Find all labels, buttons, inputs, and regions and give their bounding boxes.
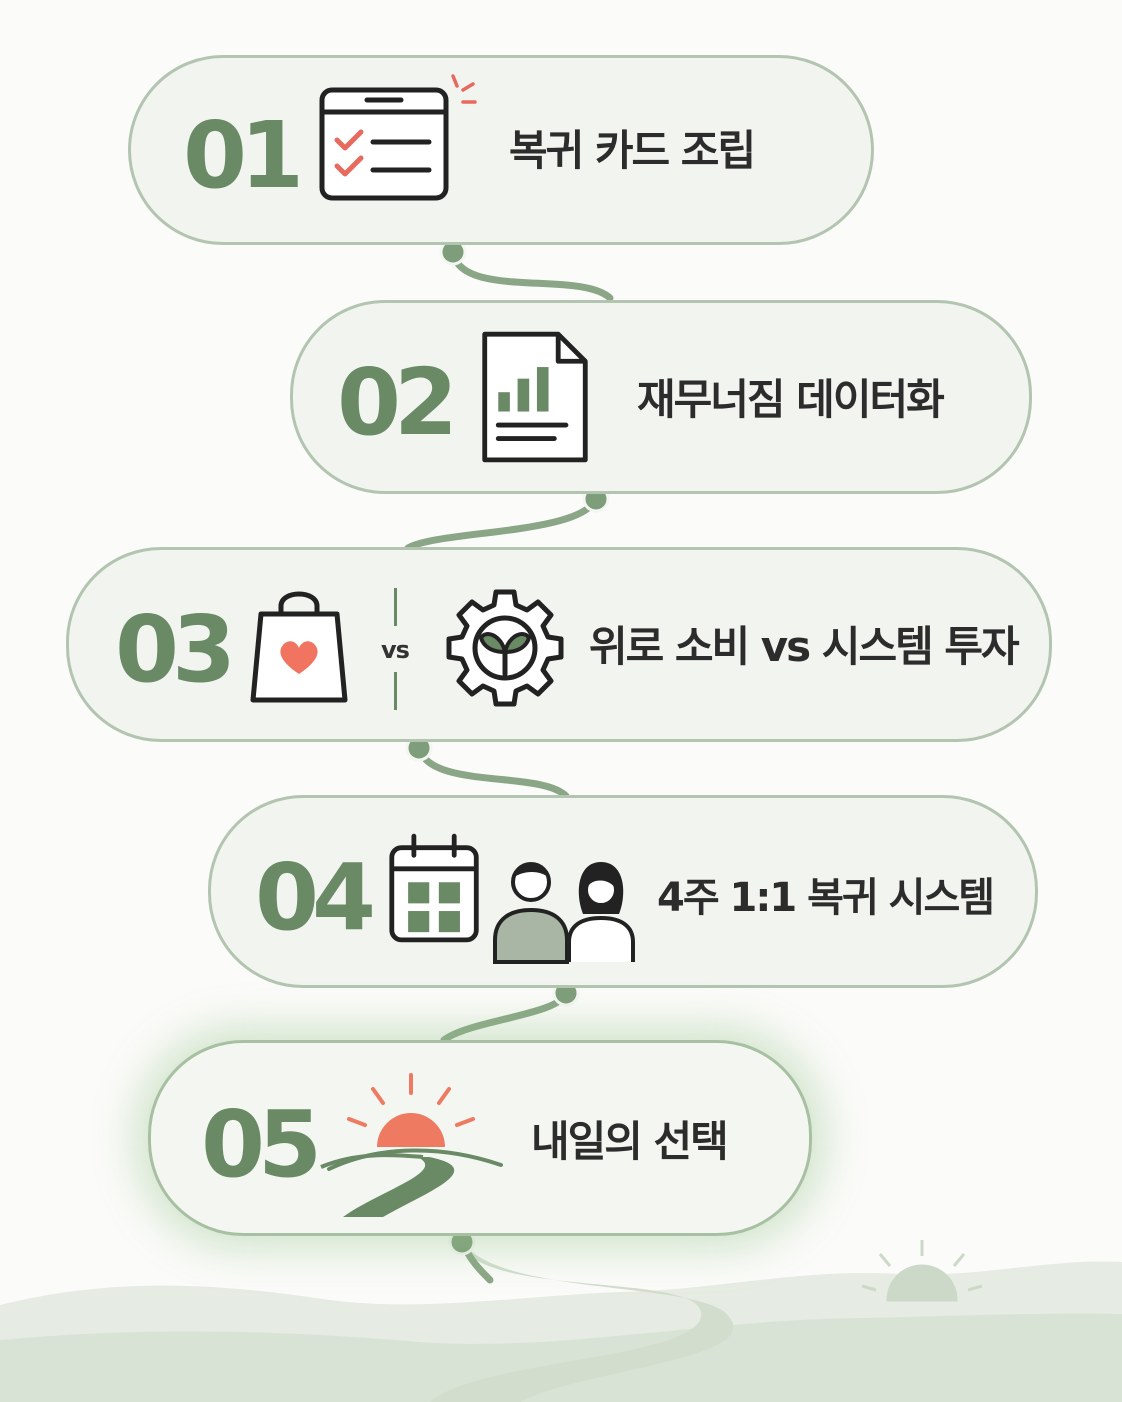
- vs-divider: [394, 672, 397, 710]
- step-card-01: 01 복귀 카드 조립: [128, 55, 874, 245]
- step-card-04: 04 4주 1:1 복귀 시스템: [208, 795, 1038, 988]
- bar-chart-document-icon: [482, 331, 588, 463]
- step-card-05: 05 내일의 선택: [148, 1040, 812, 1236]
- calendar-icon: [389, 833, 479, 943]
- step-number: 03: [115, 596, 236, 703]
- vs-divider: [394, 588, 397, 626]
- step-number: 02: [337, 349, 458, 456]
- gear-sprout-icon: [446, 589, 564, 707]
- step-number: 04: [255, 844, 376, 951]
- two-people-icon: [493, 862, 635, 964]
- step-number: 01: [183, 102, 304, 209]
- shopping-bag-heart-icon: [250, 591, 348, 703]
- step-label: 재무너짐 데이터화: [637, 375, 945, 424]
- step-label: 복귀 카드 조립: [509, 126, 756, 175]
- step-card-02: 02 재무너짐 데이터화: [290, 300, 1032, 494]
- checklist-window-icon: [319, 74, 477, 201]
- distant-sun-icon: [861, 1240, 983, 1302]
- step-card-03: 03 vs 위로 소비 vs 시스템 투자: [66, 547, 1052, 742]
- step-label: 위로 소비 vs 시스템 투자: [589, 622, 1020, 671]
- step-connectors: [404, 248, 614, 1284]
- step-label: 내일의 선택: [531, 1117, 729, 1166]
- step-label: 4주 1:1 복귀 시스템: [657, 875, 995, 921]
- front-hills: [0, 1313, 1122, 1402]
- vs-label: vs: [381, 636, 410, 664]
- step-number: 05: [201, 1091, 322, 1198]
- sunrise-road-icon: [320, 1073, 503, 1217]
- winding-path: [430, 1246, 734, 1402]
